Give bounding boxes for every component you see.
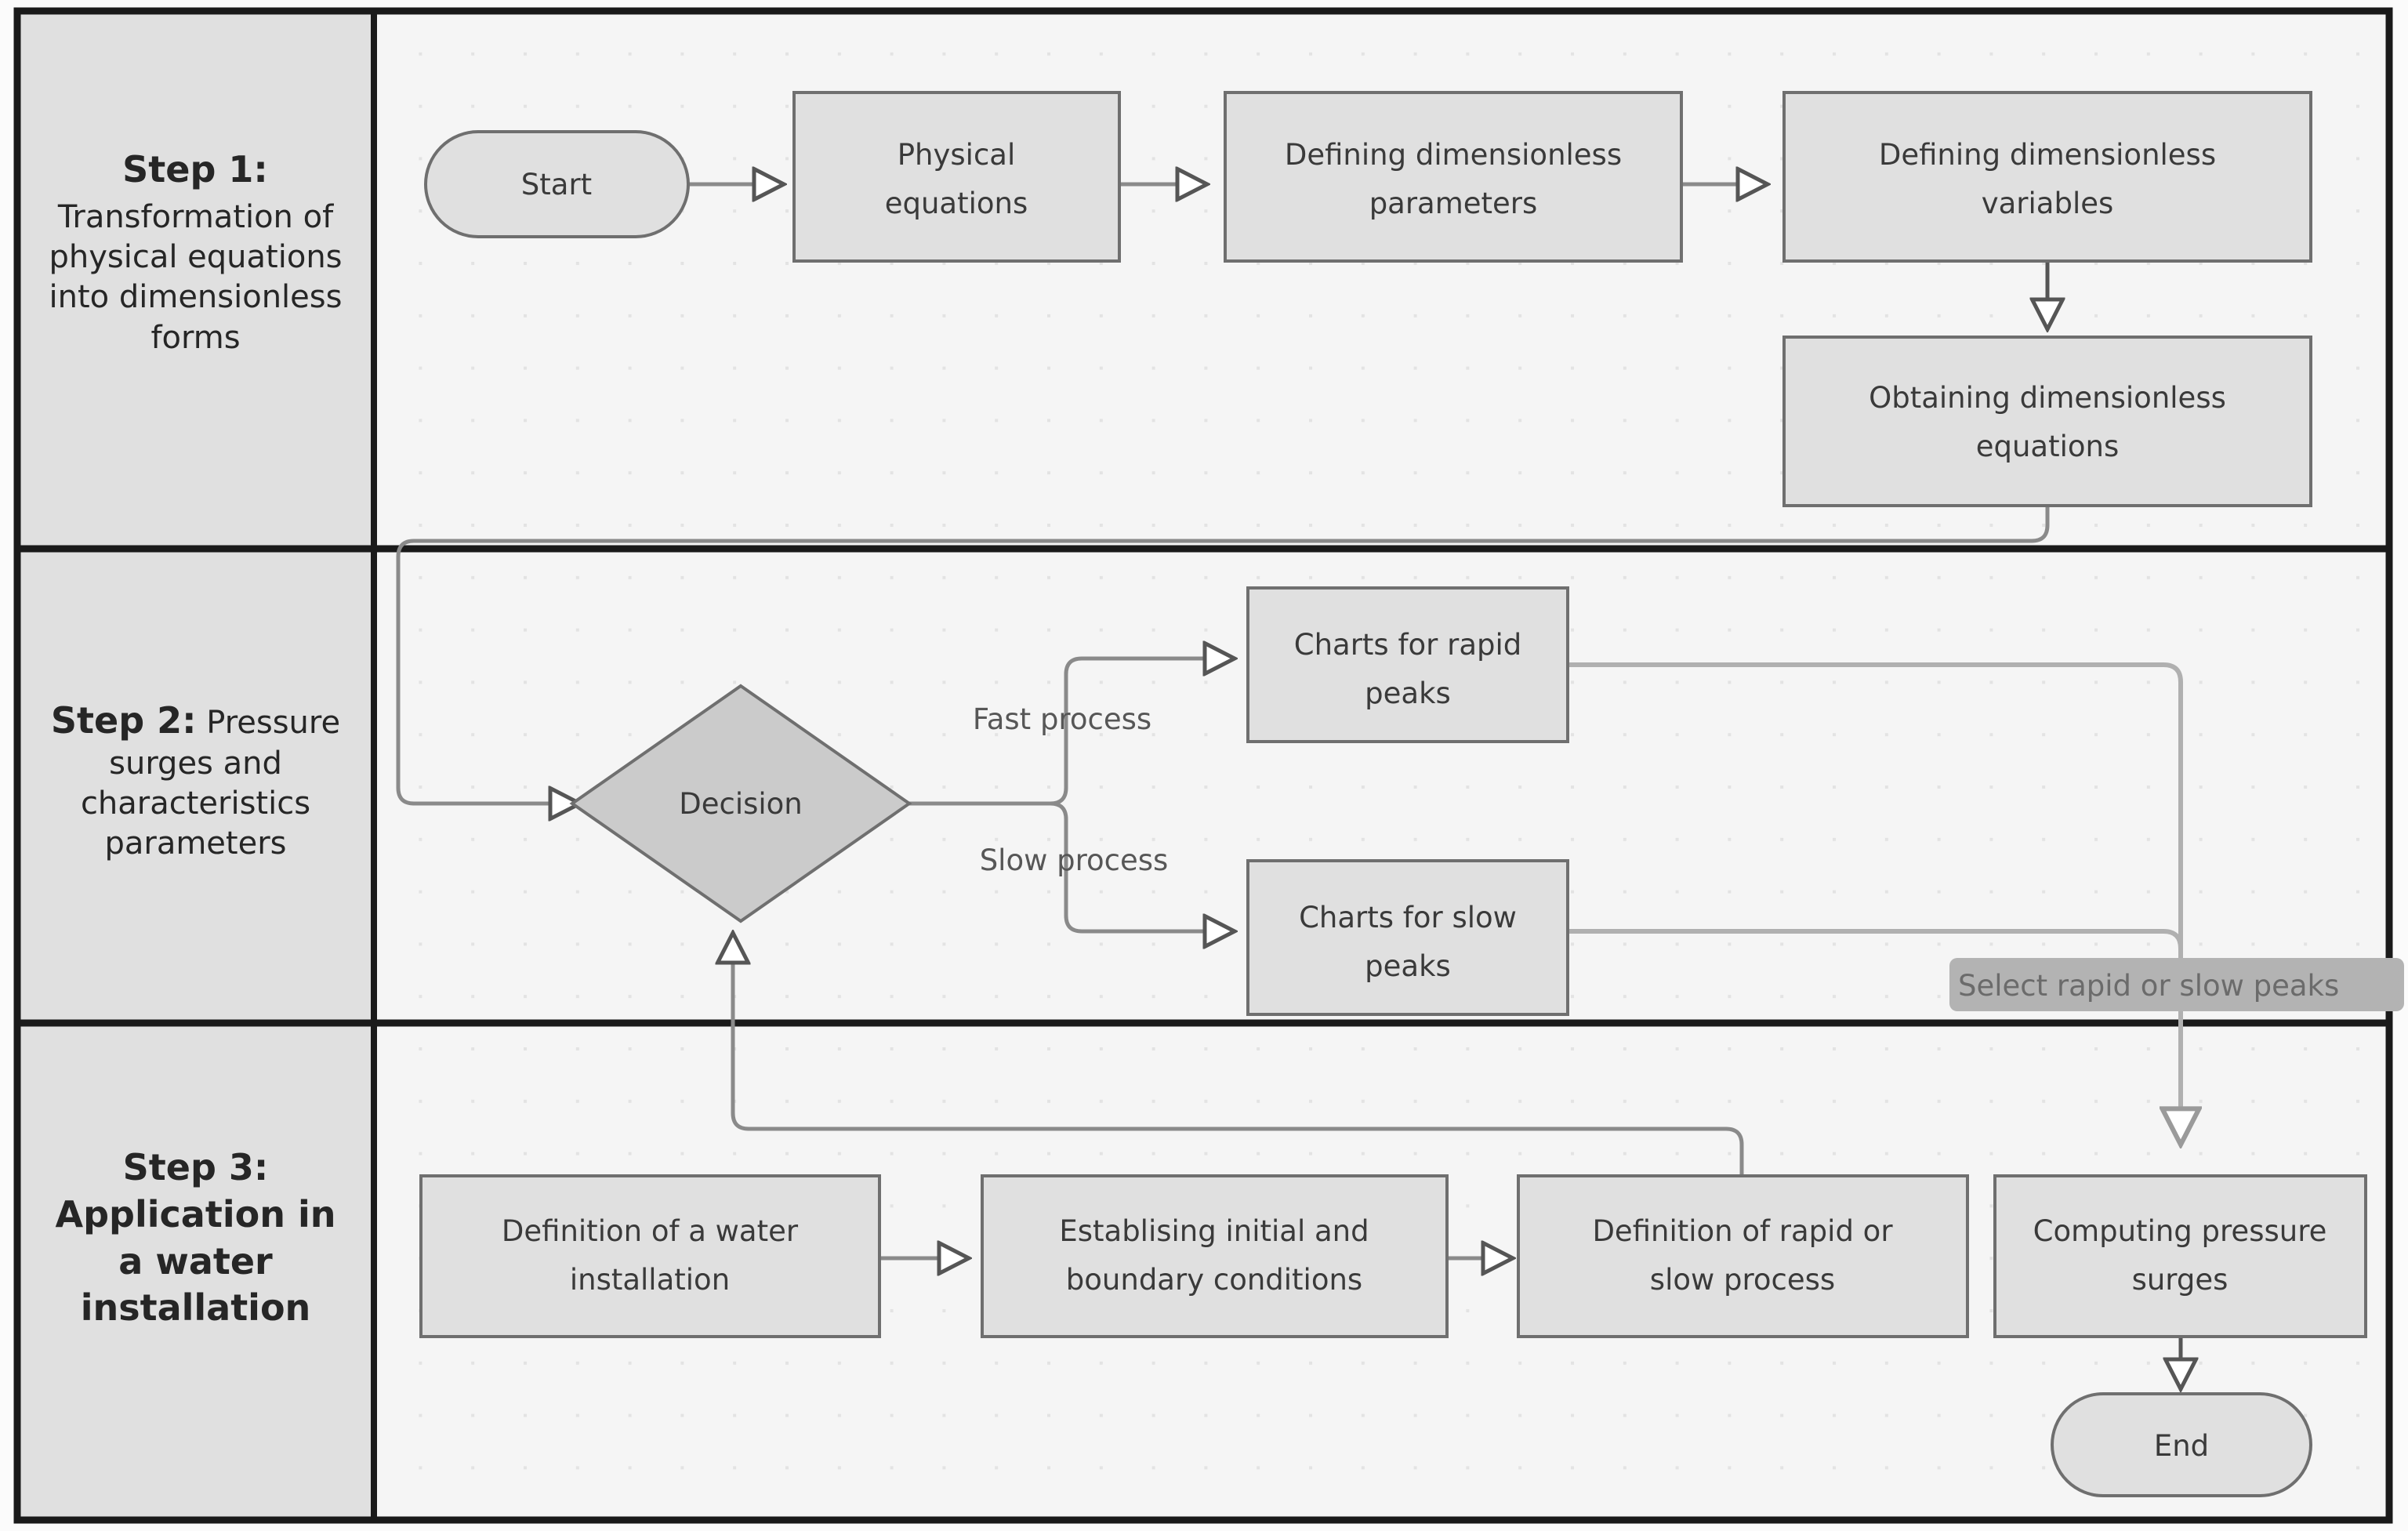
node-obtaining-equations-line-2: equations	[1976, 430, 2120, 463]
node-defining-parameters-line-2: parameters	[1369, 187, 1538, 220]
node-rapid-or-slow-process-line-2: slow process	[1650, 1263, 1835, 1297]
node-physical-equations-line-1: Physical	[898, 138, 1016, 172]
tooltip-select-peaks-text: Select rapid or slow peaks	[1958, 969, 2339, 1003]
edge-label-fast-process-text: Fast process	[973, 702, 1151, 736]
edge-label-slow-process-text: Slow process	[980, 844, 1169, 877]
node-physical-equations-line-2: equations	[885, 187, 1028, 220]
node-rapid-or-slow-process-line-1: Definition of rapid or	[1592, 1214, 1893, 1248]
edge-charts-slow-to-compute	[1568, 929, 2181, 1145]
node-initial-boundary-conditions-line-1: Establising initial and	[1059, 1214, 1369, 1248]
node-water-installation-line-1: Definition of a water	[502, 1214, 799, 1248]
node-charts-rapid-peaks[interactable]: Charts for rapid peaks	[1246, 586, 1569, 743]
node-water-installation-line-2: installation	[570, 1263, 730, 1297]
node-physical-equations[interactable]: Physical equations	[792, 91, 1121, 263]
edge-decision-to-charts-slow	[905, 801, 1235, 931]
edge-charts-rapid-to-compute	[1568, 662, 2181, 1145]
edge-label-fast-process: Fast process	[973, 702, 1151, 736]
node-defining-variables-line-1: Defining dimensionless	[1879, 138, 2216, 172]
node-charts-rapid-peaks-line-2: peaks	[1365, 677, 1451, 710]
node-obtaining-equations[interactable]: Obtaining dimensionless equations	[1782, 336, 2312, 507]
node-decision-label: Decision	[679, 787, 803, 821]
lane-3-description: Application in a water installation	[55, 1192, 336, 1330]
node-start[interactable]: Start	[424, 130, 690, 238]
lane-frame	[13, 7, 2393, 1524]
node-initial-boundary-conditions[interactable]: Establising initial and boundary conditi…	[981, 1174, 1449, 1338]
tooltip-select-peaks-background	[1949, 958, 2404, 1011]
lane-1-description: Transformation of physical equations int…	[49, 199, 343, 356]
node-defining-parameters[interactable]: Defining dimensionless parameters	[1224, 91, 1683, 263]
node-defining-variables[interactable]: Defining dimensionless variables	[1782, 91, 2312, 263]
node-charts-rapid-peaks-line-1: Charts for rapid	[1294, 628, 1522, 662]
node-start-label: Start	[521, 168, 592, 201]
connectors	[396, 184, 2181, 1389]
lane-1-title: Step 1:	[122, 148, 268, 190]
lane-3-title: Step 3:	[122, 1146, 269, 1188]
lane-label-step-2: Step 2: Pressure surges and characterist…	[50, 699, 341, 862]
lane-label-step-1: Step 1: Transformation of physical equat…	[49, 148, 343, 356]
node-defining-variables-line-2: variables	[1982, 187, 2114, 220]
node-charts-slow-peaks-line-2: peaks	[1365, 949, 1451, 983]
lane-label-column	[17, 11, 374, 1520]
node-computing-pressure-surges-line-2: surges	[2132, 1263, 2228, 1297]
node-end-label: End	[2154, 1429, 2209, 1463]
node-end[interactable]: End	[2051, 1392, 2312, 1497]
node-charts-slow-peaks[interactable]: Charts for slow peaks	[1246, 859, 1569, 1016]
lane-2-title: Step 2:	[50, 699, 197, 742]
node-initial-boundary-conditions-line-2: boundary conditions	[1066, 1263, 1362, 1297]
edge-obtain-to-decision	[396, 504, 2050, 804]
lane-label-step-3: Step 3: Application in a water installat…	[55, 1146, 336, 1330]
node-charts-slow-peaks-line-1: Charts for slow	[1299, 901, 1517, 934]
node-obtaining-equations-line-1: Obtaining dimensionless	[1869, 381, 2226, 415]
node-defining-parameters-line-1: Defining dimensionless	[1285, 138, 1622, 172]
node-water-installation[interactable]: Definition of a water installation	[419, 1174, 881, 1338]
node-computing-pressure-surges-line-1: Computing pressure	[2033, 1214, 2327, 1248]
edge-rapidslow-to-decision-feedback	[733, 933, 1744, 1176]
lane-2-description: Pressure surges and characteristics para…	[80, 705, 341, 862]
node-computing-pressure-surges[interactable]: Computing pressure surges	[1993, 1174, 2367, 1338]
tooltip-select-peaks: Select rapid or slow peaks	[1949, 958, 2404, 1011]
edge-label-slow-process: Slow process	[980, 844, 1169, 877]
node-decision[interactable]: Decision	[569, 684, 912, 923]
node-rapid-or-slow-process[interactable]: Definition of rapid or slow process	[1517, 1174, 1969, 1338]
